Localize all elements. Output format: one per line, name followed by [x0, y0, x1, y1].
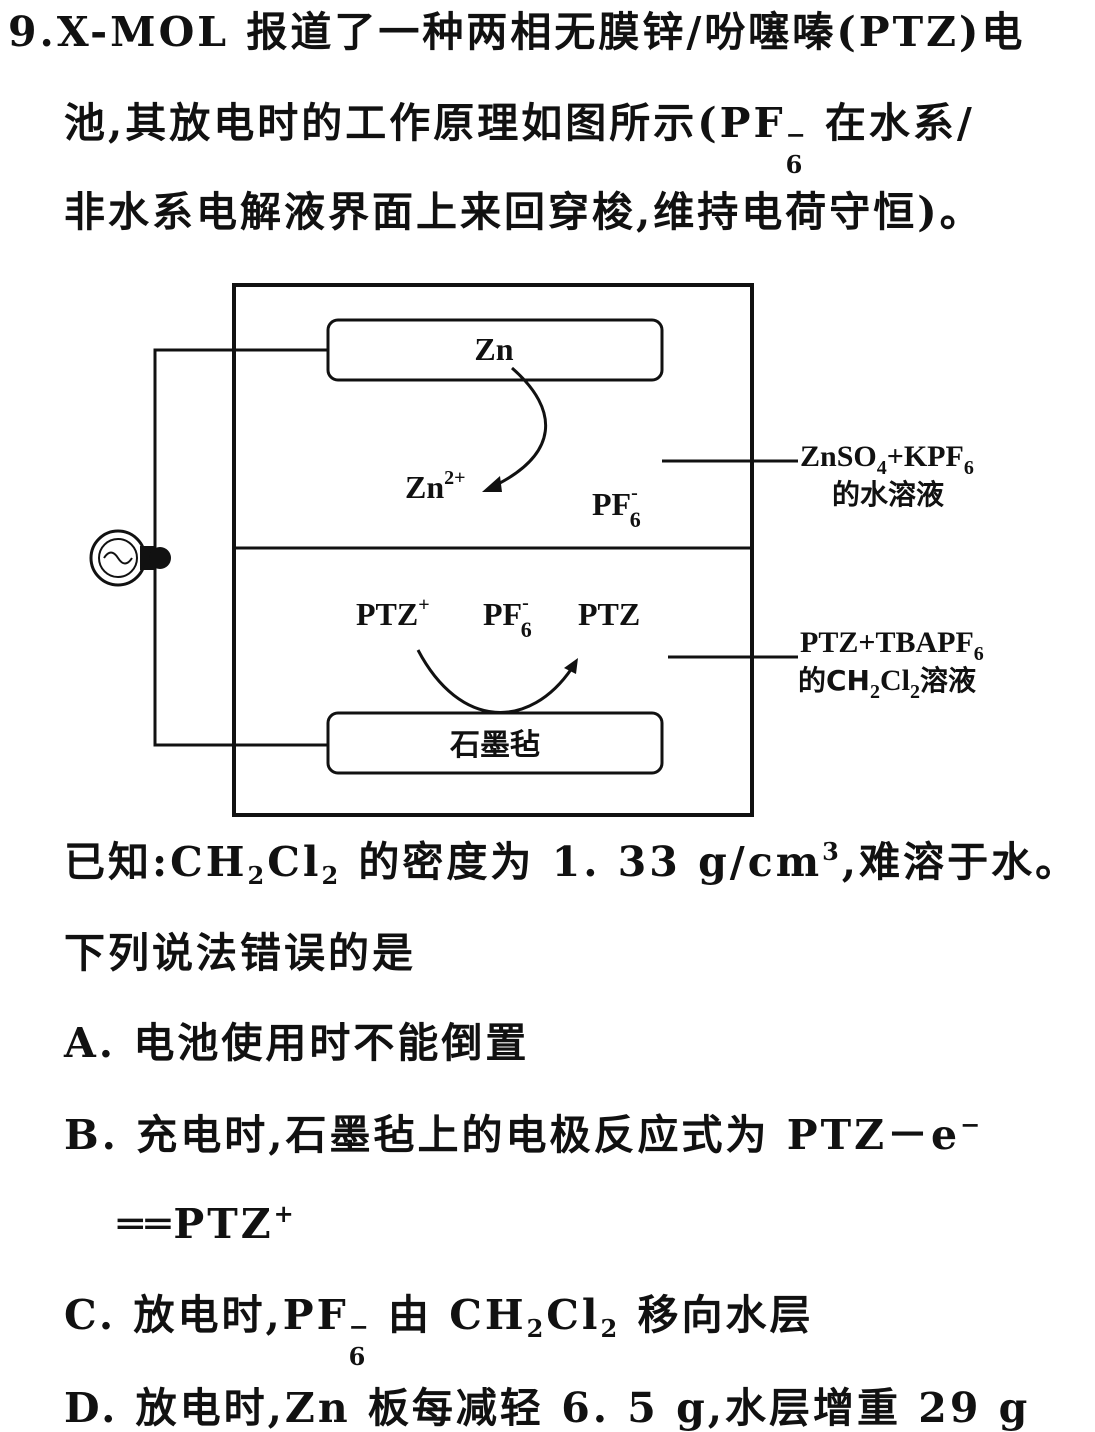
external-wire — [153, 348, 328, 747]
organic-electrolyte-label-2: 的CH2Cl2溶液 — [798, 664, 976, 703]
question-prompt: 下列说法错误的是 — [64, 929, 416, 977]
light-bulb-icon — [89, 529, 171, 587]
question-number: 9. — [8, 8, 57, 56]
option-a[interactable]: A. 电池使用时不能倒置 — [64, 1019, 530, 1067]
ptz-plus-label: PTZ+ — [356, 594, 430, 632]
question-stem-line-3: 非水系电解液界面上来回穿梭,维持电荷守恒)。 — [64, 188, 984, 236]
aqueous-electrolyte-label: ZnSO4+KPF6 — [800, 440, 974, 479]
question-stem-line-2: 池,其放电时的工作原理如图所示(PF−6 在水系/ — [64, 99, 975, 179]
question-stem-line-1: 9.X-MOL 报道了一种两相无膜锌/吩噻嗪(PTZ)电 — [8, 8, 1026, 56]
organic-electrolyte-label: PTZ+TBAPF6 — [800, 626, 984, 665]
option-c[interactable]: C. 放电时,PF−6 由 CH2Cl2 移向水层 — [64, 1291, 814, 1371]
zn-electrode-label: Zn — [474, 331, 513, 367]
ptz-reduction-arrow — [416, 649, 574, 714]
zn-ion-label: Zn2+ — [405, 467, 466, 505]
ptz-reduction-arrowhead — [564, 658, 578, 674]
option-b-line-1[interactable]: B. 充电时,石墨毡上的电极反应式为 PTZ－e− — [64, 1110, 984, 1159]
graphite-felt-label: 石墨毡 — [449, 728, 540, 763]
ptz-label: PTZ — [578, 596, 640, 632]
known-condition: 已知:CH2Cl2 的密度为 1. 33 g/cm3,难溶于水。 — [64, 837, 1080, 890]
aqueous-electrolyte-label-2: 的水溶液 — [832, 478, 944, 511]
pf6-top-label: PF-6 — [592, 482, 641, 532]
zn-oxidation-arrowhead — [482, 476, 502, 492]
zn-oxidation-arrow — [489, 366, 548, 490]
option-b-line-2[interactable]: ══PTZ+ — [118, 1199, 297, 1248]
battery-diagram: Zn 石墨毡 Zn2+ PF-6 PTZ+ PF-6 PTZ ZnSO4+KPF… — [89, 283, 984, 817]
option-d[interactable]: D. 放电时,Zn 板每减轻 6. 5 g,水层增重 29 g — [64, 1384, 1031, 1432]
pf6-bottom-label: PF-6 — [483, 592, 532, 642]
cell-container — [232, 283, 754, 817]
